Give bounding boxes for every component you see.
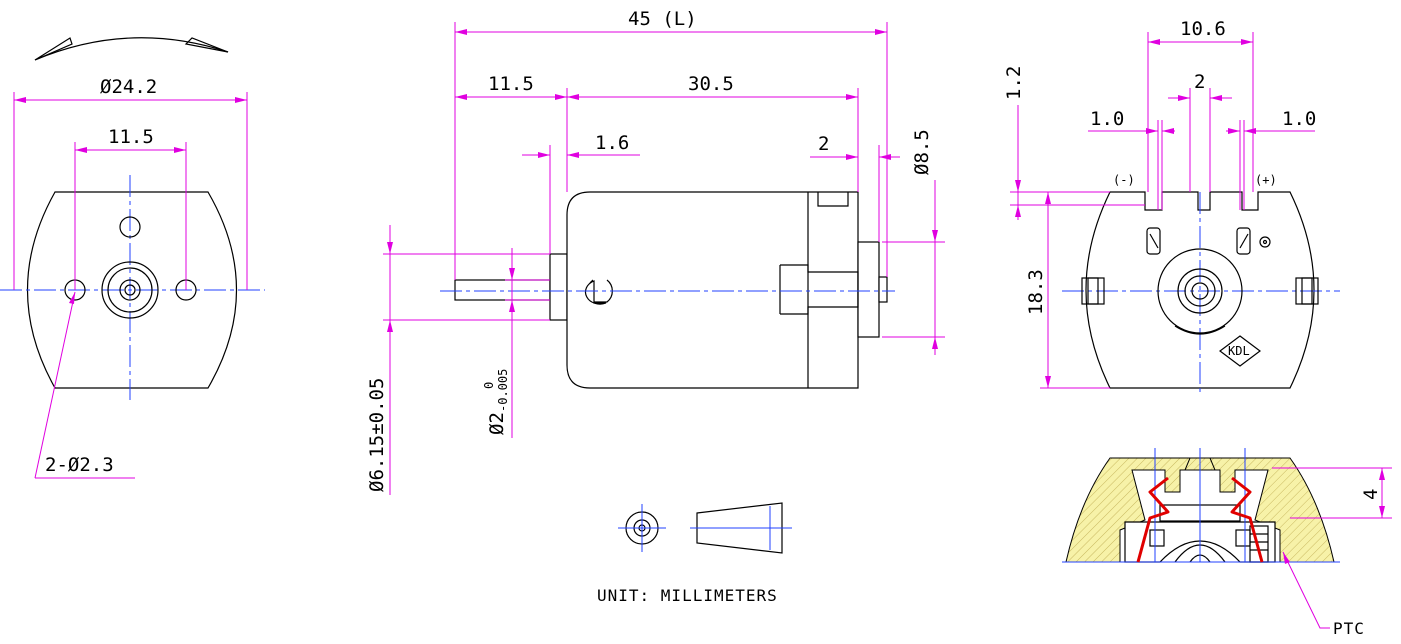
ptc-label: PTC [1333,619,1365,638]
brand-label: KDL [1228,344,1250,358]
side-shaft [454,279,551,301]
terminal-left [1136,476,1170,563]
rear-height-label: 18.3 [1025,269,1047,315]
diameter-boss-label: Ø6.15±0.05 [366,378,388,492]
diameter-bush-label: Ø8.5 [911,129,933,175]
section-shell [1065,457,1335,563]
length-end-label: 2 [818,133,829,155]
diameter-shaft-main-label: Ø2 [486,412,508,435]
section-depth-label: 4 [1360,489,1382,500]
rear-left-width-label: 1.0 [1090,108,1124,130]
length-total-label: 45 (L) [628,8,697,30]
length-shaft-label: 11.5 [488,73,534,95]
polarity-negative-label: (-) [1113,173,1135,187]
brand-badge [1219,335,1261,367]
front-hole-spacing-label: 11.5 [108,126,154,148]
rear-offset-label: 1.2 [1003,66,1025,100]
section-view: 4 PTC [1062,448,1392,638]
diameter-shaft-upper-label: 0 [482,382,496,389]
rear-right-width-label: 1.0 [1282,108,1316,130]
rear-view: KDL (-) (+) 10.6 2 1.0 1.0 [1003,18,1340,395]
side-bush [857,241,880,338]
rear-center-gap-label: 2 [1194,71,1205,93]
diameter-shaft-lower-label: -0.005 [496,369,510,412]
length-body-label: 30.5 [688,73,734,95]
rear-hub [1157,248,1243,334]
front-holes-label: 2-Ø2.3 [45,454,114,476]
side-view: 45 (L) 11.5 30.5 1.6 2 Ø8.5 [366,8,945,495]
shaft-end-detail [618,502,792,554]
side-body [566,191,859,389]
front-shaft-boss [101,261,159,319]
rear-terminal-spacing-label: 10.6 [1180,18,1226,40]
front-view: Ø24.2 11.5 2-Ø2.3 [0,37,265,479]
terminal-right [1230,476,1264,563]
side-boss [549,253,568,321]
polarity-positive-label: (+) [1255,173,1277,187]
unit-label: UNIT: MILLIMETERS [597,586,778,605]
front-diameter-label: Ø24.2 [100,76,157,98]
length-boss-label: 1.6 [595,132,629,154]
front-body-outline [27,191,237,389]
front-hole-top [119,216,141,238]
